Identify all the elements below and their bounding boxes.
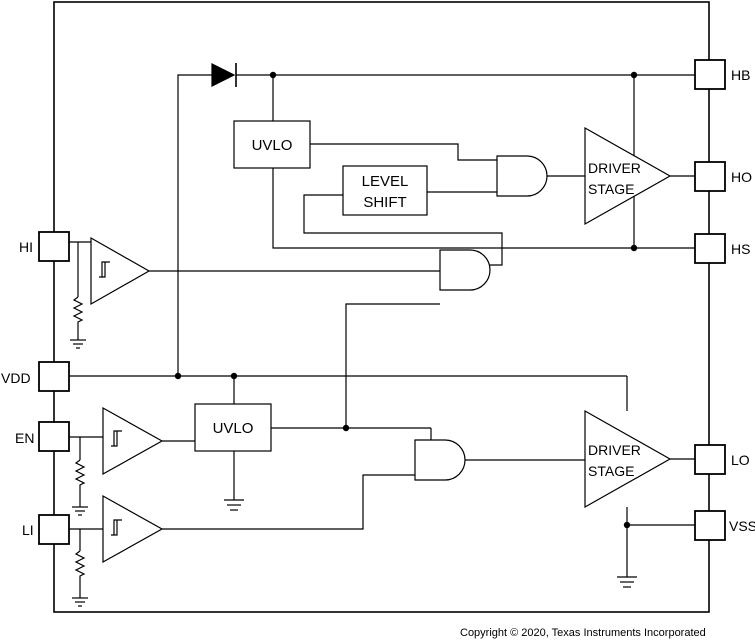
pin-lo: LO xyxy=(694,444,750,475)
pulldown-resistor-li xyxy=(74,529,86,598)
schmitt-trigger-icon xyxy=(99,261,110,278)
driver-stage-low: DRIVER STAGE xyxy=(584,409,672,509)
uvlo-low-label: UVLO xyxy=(213,420,254,437)
ground-icon xyxy=(617,576,637,588)
driver-high-label-1: DRIVER xyxy=(588,160,641,176)
level-shift-block: LEVEL SHIFT xyxy=(342,165,428,216)
ground-icon xyxy=(72,506,88,516)
pin-hs: HS xyxy=(694,233,750,264)
pin-hi: HI xyxy=(19,231,70,262)
input-buffer-li xyxy=(102,494,164,564)
pin-vdd-label: VDD xyxy=(1,370,31,386)
pin-vss: VSS xyxy=(694,510,755,541)
pin-en: EN xyxy=(15,421,70,452)
pulldown-resistor-hi xyxy=(72,242,84,340)
schmitt-trigger-icon xyxy=(111,519,122,536)
input-buffer-hi xyxy=(90,236,151,306)
pin-li: LI xyxy=(22,514,70,545)
schmitt-trigger-icon xyxy=(111,430,122,447)
driver-high-label-2: STAGE xyxy=(588,181,634,197)
and-gate-hi-enable xyxy=(439,249,491,291)
input-buffer-en xyxy=(102,406,164,476)
junction-dots xyxy=(174,71,638,529)
pin-lo-label: LO xyxy=(731,452,750,468)
uvlo-low-block: UVLO xyxy=(194,403,272,452)
pin-vdd: VDD xyxy=(1,361,70,392)
pin-li-label: LI xyxy=(22,522,34,538)
ground-icon xyxy=(70,339,86,349)
pulldown-resistor-en xyxy=(74,437,86,507)
level-shift-label-1: LEVEL xyxy=(362,173,409,190)
pin-hs-label: HS xyxy=(731,241,750,257)
bootstrap-diode xyxy=(211,63,237,87)
copyright-notice: Copyright © 2020, Texas Instruments Inco… xyxy=(460,627,706,639)
driver-low-label-2: STAGE xyxy=(588,463,634,479)
pin-vss-label: VSS xyxy=(729,518,755,534)
pin-hb-label: HB xyxy=(731,67,750,83)
driver-stage-high: DRIVER STAGE xyxy=(584,126,672,226)
and-gate-high xyxy=(496,155,548,197)
chip-outline xyxy=(53,1,710,613)
pin-ho: HO xyxy=(694,161,752,192)
pin-ho-label: HO xyxy=(731,169,752,185)
wires xyxy=(69,74,695,577)
ground-icon xyxy=(224,499,244,511)
and-gate-low xyxy=(414,439,466,481)
uvlo-high-label: UVLO xyxy=(252,137,293,154)
pin-en-label: EN xyxy=(15,430,34,446)
uvlo-high-block: UVLO xyxy=(233,120,311,169)
driver-low-label-1: DRIVER xyxy=(588,442,641,458)
level-shift-label-2: SHIFT xyxy=(363,194,406,211)
pin-hi-label: HI xyxy=(19,239,33,255)
pin-hb: HB xyxy=(694,59,750,90)
ground-icon xyxy=(72,597,88,607)
